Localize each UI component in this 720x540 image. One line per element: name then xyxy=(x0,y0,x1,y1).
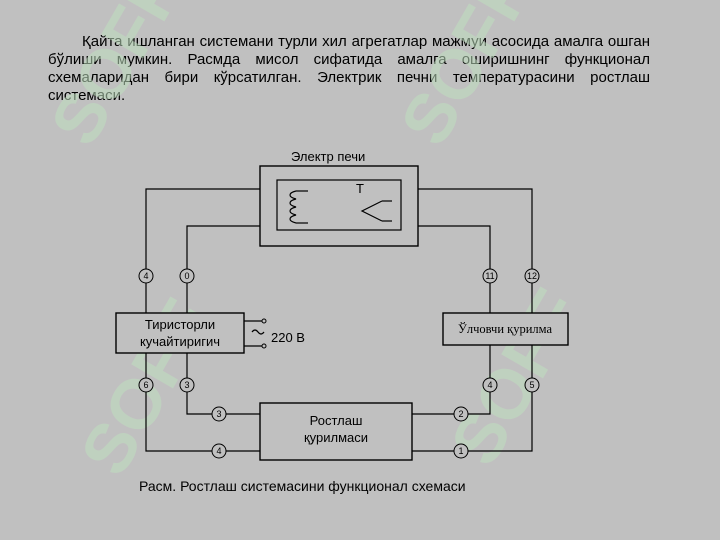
supply-terminal-bottom xyxy=(261,343,267,349)
heater-coil-icon xyxy=(289,190,297,224)
terminal-label: 11 xyxy=(485,271,494,281)
terminals: 4 0 11 12 6 3 xyxy=(138,268,540,459)
furnace-inner xyxy=(276,179,402,231)
thermocouple-label: Т xyxy=(356,181,364,196)
terminal-label: 6 xyxy=(143,380,148,390)
wire-inner-left-top xyxy=(186,225,260,313)
terminal: 11 xyxy=(482,268,498,284)
regulator-label-line1: Ростлаш xyxy=(310,413,363,428)
intro-paragraph: Қайта ишланган системани турли хил агрег… xyxy=(48,33,650,104)
terminal-label: 4 xyxy=(143,271,148,281)
terminal-label: 1 xyxy=(458,446,463,456)
terminal-label: 4 xyxy=(216,446,221,456)
measuring-box xyxy=(442,312,569,346)
watermark-text: SOFF xyxy=(385,0,546,157)
thyristor-label-line2: кучайтиригич xyxy=(140,334,220,349)
wire-left-inner-bottom xyxy=(186,353,260,415)
terminal: 4 xyxy=(211,443,227,459)
terminal: 3 xyxy=(211,406,227,422)
wire-outer-right-top xyxy=(418,188,533,313)
furnace-outer xyxy=(259,165,419,247)
ac-wave-icon xyxy=(251,329,265,335)
supply-terminal-top xyxy=(261,318,267,324)
wire-inner-right-top xyxy=(418,225,491,313)
thyristor-label-line1: Тиристорли xyxy=(145,317,215,332)
thermocouple-icon xyxy=(360,200,383,222)
regulator-box xyxy=(259,402,413,461)
thyristor-box xyxy=(115,312,245,354)
terminal: 1 xyxy=(453,443,469,459)
terminal-label: 3 xyxy=(216,409,221,419)
terminal: 4 xyxy=(482,377,498,393)
regulator-device: Ростлаш қурилмаси xyxy=(259,402,413,461)
terminal: 5 xyxy=(524,377,540,393)
supply-label: 220 В xyxy=(271,330,305,345)
regulator-label-line2: қурилмаси xyxy=(304,430,368,445)
terminal-label: 4 xyxy=(487,380,492,390)
terminal: 6 xyxy=(138,377,154,393)
measuring-label: Ўлчовчи қурилма xyxy=(458,322,552,336)
terminal: 2 xyxy=(453,406,469,422)
terminal: 3 xyxy=(179,377,195,393)
terminal: 12 xyxy=(524,268,540,284)
wire-right-inner-bottom xyxy=(412,345,491,415)
terminal-label: 0 xyxy=(184,271,189,281)
measuring-device: Ўлчовчи қурилма xyxy=(442,312,569,346)
thyristor-amplifier: Тиристорли кучайтиригич 220 В xyxy=(115,312,305,354)
terminal-label: 5 xyxy=(529,380,534,390)
electric-furnace: Т Электр печи xyxy=(259,149,419,247)
furnace-label: Электр печи xyxy=(291,149,365,164)
terminal-label: 12 xyxy=(527,271,537,281)
terminal: 4 xyxy=(138,268,154,284)
watermark-text: SOFF xyxy=(35,0,196,157)
terminal-label: 2 xyxy=(458,409,463,419)
terminal-label: 3 xyxy=(184,380,189,390)
terminal: 0 xyxy=(179,268,195,284)
figure-caption: Расм. Ростлаш системасини функционал схе… xyxy=(139,478,466,494)
